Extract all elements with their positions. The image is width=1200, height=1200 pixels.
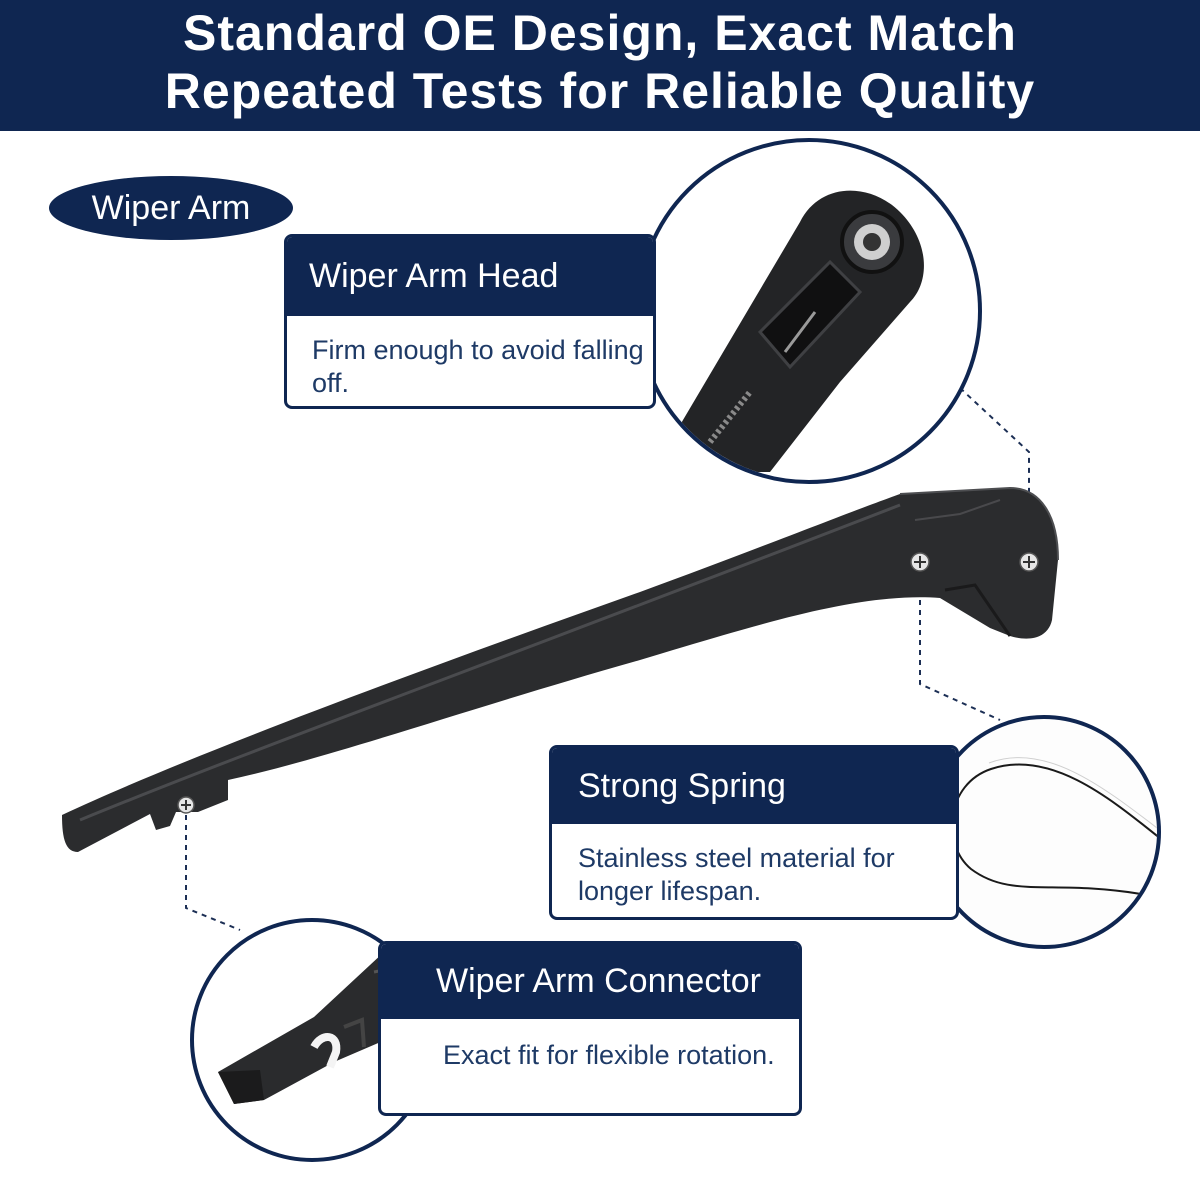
feature-description: Firm enough to avoid falling off. xyxy=(312,335,644,398)
header-banner: Standard OE Design, Exact Match Repeated… xyxy=(0,0,1200,131)
feature-title: Strong Spring xyxy=(552,748,956,824)
headline-line-1: Standard OE Design, Exact Match xyxy=(183,5,1017,61)
feature-title: Wiper Arm Head xyxy=(287,237,653,316)
feature-description: Exact fit for flexible rotation. xyxy=(443,1040,775,1070)
arm-head-closeup xyxy=(670,190,924,473)
product-label-pill: Wiper Arm xyxy=(49,176,293,240)
feature-title: Wiper Arm Connector xyxy=(381,944,799,1019)
arm-head-detail-circle xyxy=(636,138,982,484)
feature-card-arm-head: Wiper Arm Head Firm enough to avoid fall… xyxy=(284,234,656,409)
headline-line-2: Repeated Tests for Reliable Quality xyxy=(164,63,1036,119)
feature-card-connector: Wiper Arm Connector Exact fit for flexib… xyxy=(378,941,802,1116)
spring-detail-circle xyxy=(927,715,1161,949)
feature-card-spring: Strong Spring Stainless steel material f… xyxy=(549,745,959,920)
spring-closeup xyxy=(951,757,1157,895)
connector-closeup xyxy=(218,952,409,1104)
feature-description: Stainless steel material for longer life… xyxy=(578,843,895,906)
